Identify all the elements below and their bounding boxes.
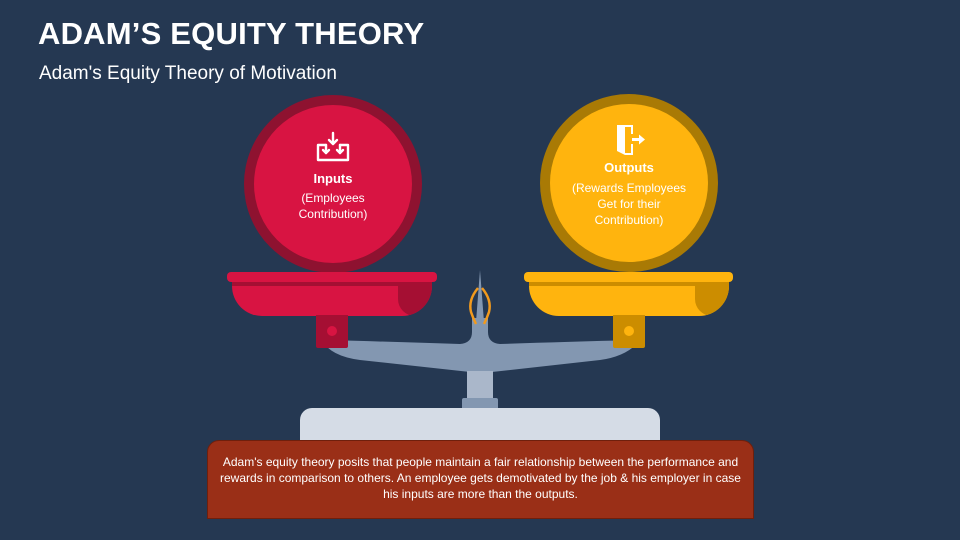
outputs-circle-fill	[550, 104, 708, 262]
door-exit-icon	[617, 125, 645, 155]
inputs-description-line: Contribution)	[298, 207, 368, 221]
outputs-heading: Outputs	[604, 160, 654, 175]
outputs-pan-mount	[613, 315, 645, 348]
outputs-description-line: (Rewards Employees	[571, 181, 687, 195]
outputs-circle: Outputs (Rewards Employees Get for their…	[540, 94, 718, 272]
inputs-description-line: (Employees	[301, 191, 365, 205]
inbox-arrows-icon	[316, 131, 350, 162]
outputs-description-line: Get for their	[597, 197, 661, 211]
inputs-pan-mount	[316, 315, 348, 348]
description-box: Adam's equity theory posits that people …	[207, 440, 754, 519]
slide-subtitle: Adam's Equity Theory of Motivation	[39, 63, 337, 84]
inputs-heading: Inputs	[313, 171, 353, 186]
inputs-pan-rim	[227, 272, 437, 282]
outputs-pan-bowl	[529, 282, 729, 316]
outputs-pan-rim	[524, 272, 733, 282]
slide-title: ADAM’S EQUITY THEORY	[38, 16, 425, 51]
inputs-circle: Inputs (Employees Contribution)	[244, 95, 422, 273]
outputs-description-line: Contribution)	[594, 213, 664, 227]
description-text: Adam's equity theory posits that people …	[220, 454, 741, 501]
inputs-circle-fill	[254, 105, 412, 263]
inputs-pan-bowl	[232, 282, 432, 316]
